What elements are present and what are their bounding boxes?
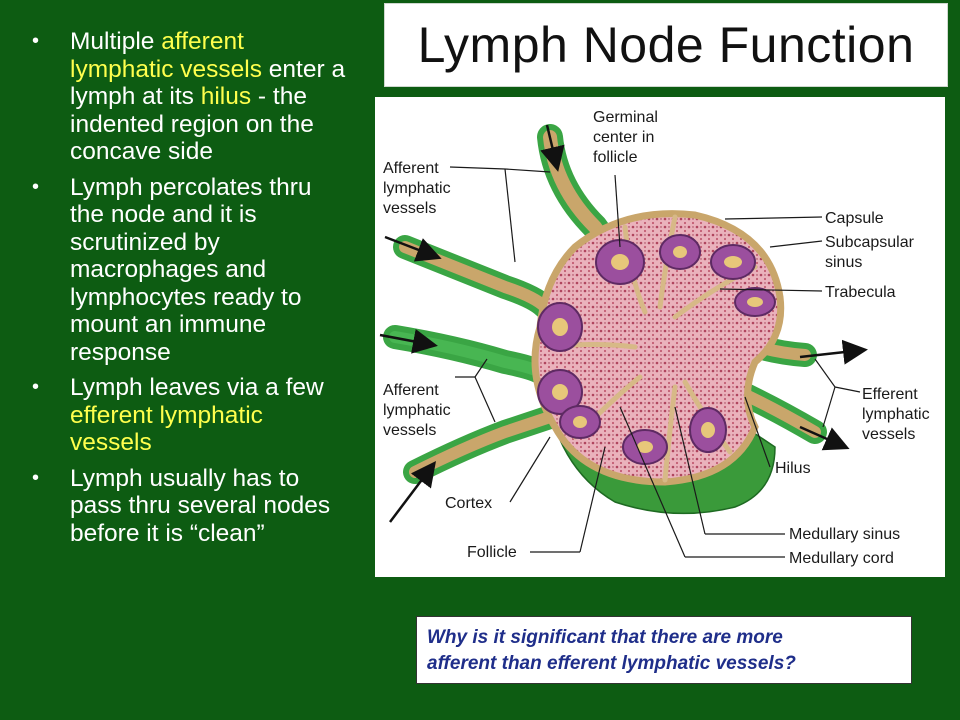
arrow-in	[384, 235, 442, 262]
bullet-item-efferent: • Lymph leaves via a few efferent lympha…	[30, 374, 348, 457]
bullet-dot: •	[32, 175, 40, 198]
follicles	[537, 234, 776, 465]
question-line-1: Why is it significant that there are mor…	[427, 627, 783, 648]
bullet-text: - the indented region on the concave sid…	[70, 83, 314, 165]
title-box: Lymph Node Function	[384, 3, 948, 87]
bullet-text: Lymph usually has to pass thru several n…	[70, 464, 331, 547]
arrow-in	[389, 461, 437, 523]
follicle	[537, 302, 583, 352]
bullet-dot: •	[32, 466, 40, 489]
follicle	[710, 244, 756, 280]
label-medullary-sinus: Medullary sinus	[789, 526, 900, 543]
highlight-afferent-vessels: afferent lymphatic vessels	[70, 28, 262, 83]
arrow-in	[540, 124, 565, 172]
follicle	[689, 407, 727, 453]
arrow-out	[799, 425, 850, 451]
bullet-dot: •	[32, 376, 40, 398]
highlight-efferent-vessels: efferent lymphatic vessels	[70, 401, 263, 457]
arrow-in	[379, 329, 438, 354]
label-follicle: Follicle	[467, 544, 517, 561]
bullet-item-percolates: • Lymph percolates thru the node and it …	[30, 174, 348, 367]
bullet-text: Lymph percolates thru the node and it is…	[70, 173, 312, 366]
arrow-out	[799, 339, 868, 365]
follicle	[559, 405, 601, 439]
follicle	[622, 429, 668, 465]
follicle	[734, 287, 776, 317]
bullet-dot: •	[32, 30, 40, 52]
follicle	[659, 234, 701, 270]
question-line-2: afferent than efferent lymphatic vessels…	[427, 653, 796, 674]
afferent-vessel	[393, 235, 557, 319]
question-box: Why is it significant that there are mor…	[416, 616, 912, 684]
bullet-text: Multiple	[70, 28, 162, 55]
leader-lines	[449, 166, 861, 558]
afferent-vessel	[403, 405, 562, 484]
label-hilus: Hilus	[775, 460, 811, 477]
bullet-item-several-nodes: • Lymph usually has to pass thru several…	[30, 465, 348, 548]
follicle	[537, 369, 583, 415]
highlight-hilus: hilus	[200, 83, 252, 110]
slide-title: Lymph Node Function	[417, 17, 915, 73]
bullet-text: Lymph leaves via a few	[70, 374, 324, 401]
flow-arrows	[379, 124, 868, 523]
label-trabecula: Trabecula	[825, 284, 896, 301]
label-medullary-cord: Medullary cord	[789, 550, 894, 567]
bullet-item-afferent: • Multiple afferent lymphatic vessels en…	[30, 28, 348, 166]
bullet-list: • Multiple afferent lymphatic vessels en…	[30, 28, 348, 555]
label-cortex: Cortex	[445, 495, 492, 512]
bullet-text: enter a lymph at its	[70, 55, 346, 111]
label-capsule: Capsule	[825, 210, 884, 227]
